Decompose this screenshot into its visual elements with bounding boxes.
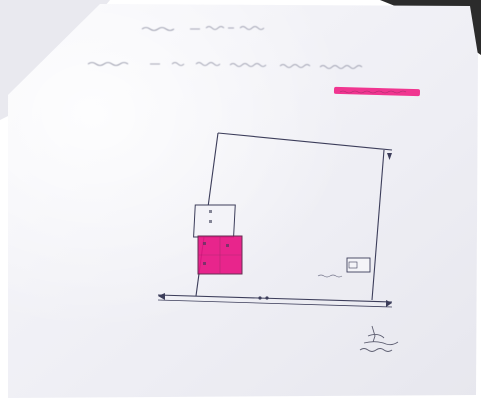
bottom-margin xyxy=(0,398,481,406)
light-glare xyxy=(8,4,478,398)
signature xyxy=(359,325,399,352)
small-structure xyxy=(346,257,371,273)
header-handwriting xyxy=(87,26,363,69)
plan-road-line-1 xyxy=(157,294,393,303)
highlight-ink xyxy=(339,90,407,94)
plan-right-boundary xyxy=(371,149,385,301)
road-marks xyxy=(258,296,269,300)
plan-road-line-2 xyxy=(157,299,393,308)
road-arrow-left-icon xyxy=(158,293,165,300)
structure-label-ink xyxy=(317,274,343,278)
building-marks xyxy=(203,210,229,265)
plan-top-boundary xyxy=(217,132,393,151)
building-upper xyxy=(193,204,236,238)
road-arrow-right-icon xyxy=(386,300,392,307)
small-structure-inner xyxy=(348,261,358,269)
north-arrow-icon xyxy=(387,153,392,160)
building-grid xyxy=(198,236,242,274)
